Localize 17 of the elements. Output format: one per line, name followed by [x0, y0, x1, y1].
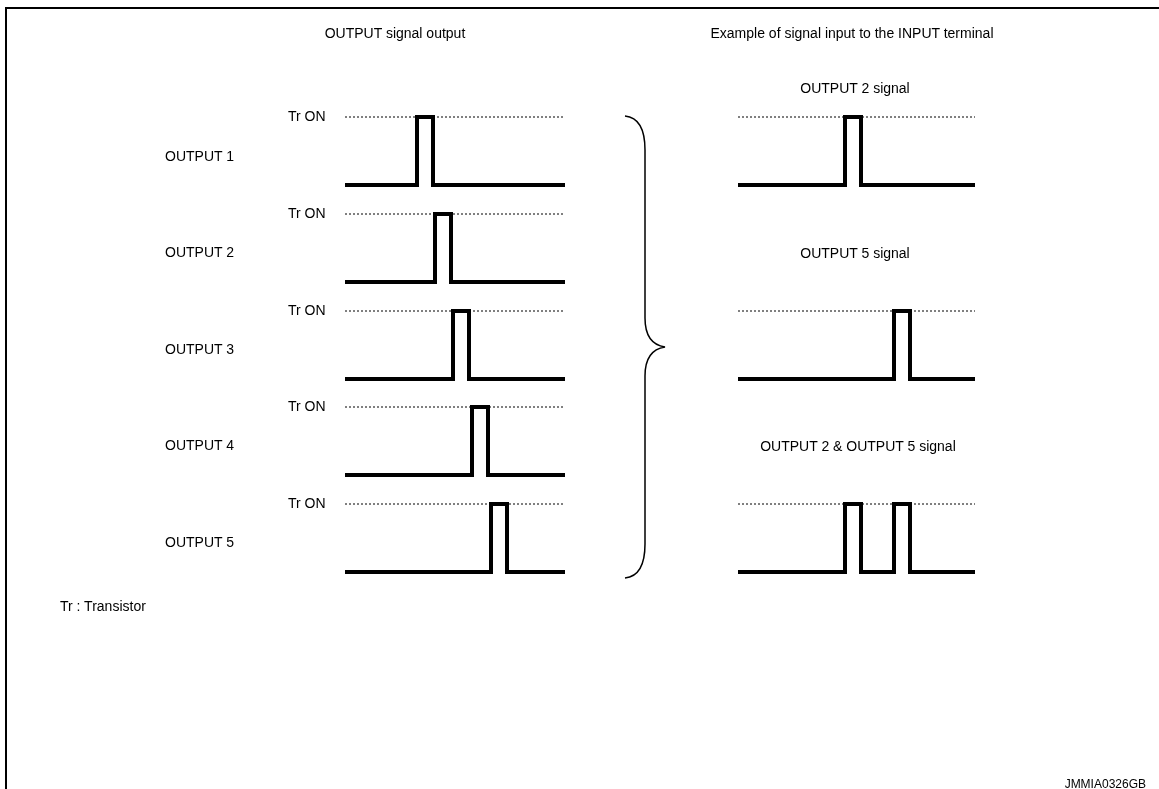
signal-label: OUTPUT 2 & OUTPUT 5 signal [760, 438, 956, 454]
signal-label: Tr ON [288, 302, 326, 318]
signal-label: Tr ON [288, 108, 326, 124]
signal-label: Tr ON [288, 495, 326, 511]
signal-label: OUTPUT 2 signal [800, 80, 910, 96]
signal-label: OUTPUT 4 [165, 437, 234, 453]
signal-label: OUTPUT 5 [165, 534, 234, 550]
signal-label: Tr : Transistor [60, 598, 146, 614]
column-heading: Example of signal input to the INPUT terminal [710, 25, 994, 41]
signal-label: OUTPUT 3 [165, 341, 234, 357]
signal-label: OUTPUT 1 [165, 148, 234, 164]
signal-label: OUTPUT 5 signal [800, 245, 910, 261]
signal-label: Tr ON [288, 398, 326, 414]
signal-label: Tr ON [288, 205, 326, 221]
signal-label: OUTPUT 2 [165, 244, 234, 260]
column-heading: OUTPUT signal output [324, 25, 466, 41]
figure-id: JMMIA0326GB [1064, 776, 1146, 789]
